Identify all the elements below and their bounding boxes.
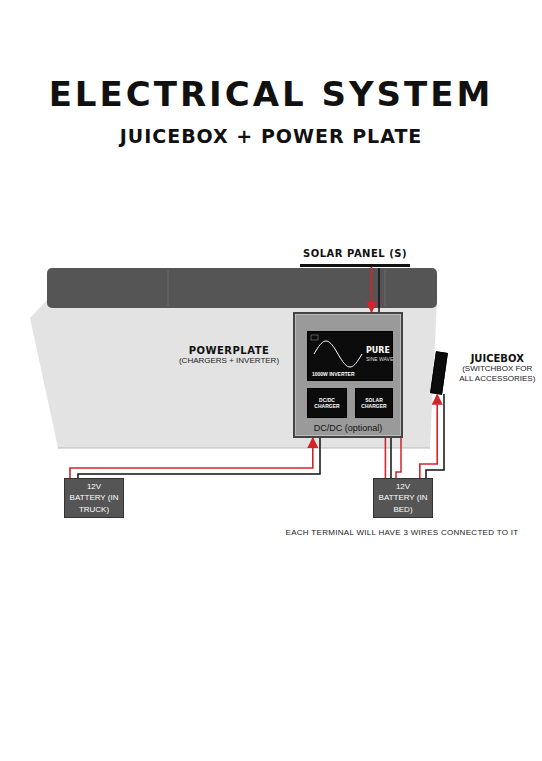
power-wire [70,438,313,478]
bed-floor-line [58,448,430,449]
powerplate: POWERPLATE(CHARGERS + INVERTER)DC/DC (op… [293,312,403,438]
battery-bed: 12V BATTERY (IN BED) [373,478,433,518]
power-wire [371,267,373,312]
heading-group: POWERPLATE(CHARGERS + INVERTER) [169,345,289,365]
node-heading: POWERPLATE [169,345,289,356]
logo-mark [311,335,318,340]
node-heading: JUICEBOX [455,353,539,364]
diagram-title: ELECTRICAL SYSTEM [0,74,542,114]
node-subheading: (SWITCHBOX FOR ALL ACCESSORIES) [455,364,539,383]
ground-wire [426,394,444,478]
juicebox-label-group: JUICEBOX(SWITCHBOX FOR ALL ACCESSORIES) [455,353,539,383]
wave-line [314,341,362,367]
note-text: EACH TERMINAL WILL HAVE 3 WIRES CONNECTE… [272,528,532,537]
solar-ground-wire [378,268,380,312]
ground-wire [390,437,392,478]
rail-seam [385,270,386,306]
subtitle: JUICEBOX + POWER PLATE [0,125,542,147]
charger-label: SOLAR CHARGER [358,397,390,409]
inverter-heading: PURE [366,346,390,355]
power-wire [385,438,387,478]
node-footer: DC/DC (optional) [295,423,401,433]
truck-bed [30,300,437,448]
ground-wire [78,437,320,478]
dcdc-charger: DC/DC CHARGER [307,388,347,418]
battery-truck: 12V BATTERY (IN TRUCK) [64,478,124,518]
juicebox: JUICEBOX(SWITCHBOX FOR ALL ACCESSORIES) [430,351,448,394]
charger-label: DC/DC CHARGER [310,397,344,409]
battery-label: 12V BATTERY (IN TRUCK) [68,481,120,515]
inverter-box: PURESINE WAVE 1000W INVERTER [307,331,393,381]
node-subheading: (CHARGERS + INVERTER) [169,356,289,365]
power-wire [420,395,437,478]
rail-seam [168,270,169,306]
inverter-rating: 1000W INVERTER [312,371,355,377]
node-label: SOLAR PANEL (S) [303,248,407,259]
solar-panel: SOLAR PANEL (S) [300,243,410,267]
solar-charger: SOLAR CHARGER [355,388,393,418]
inverter-subheading: SINE WAVE [366,356,393,362]
battery-label: 12V BATTERY (IN BED) [377,481,429,515]
